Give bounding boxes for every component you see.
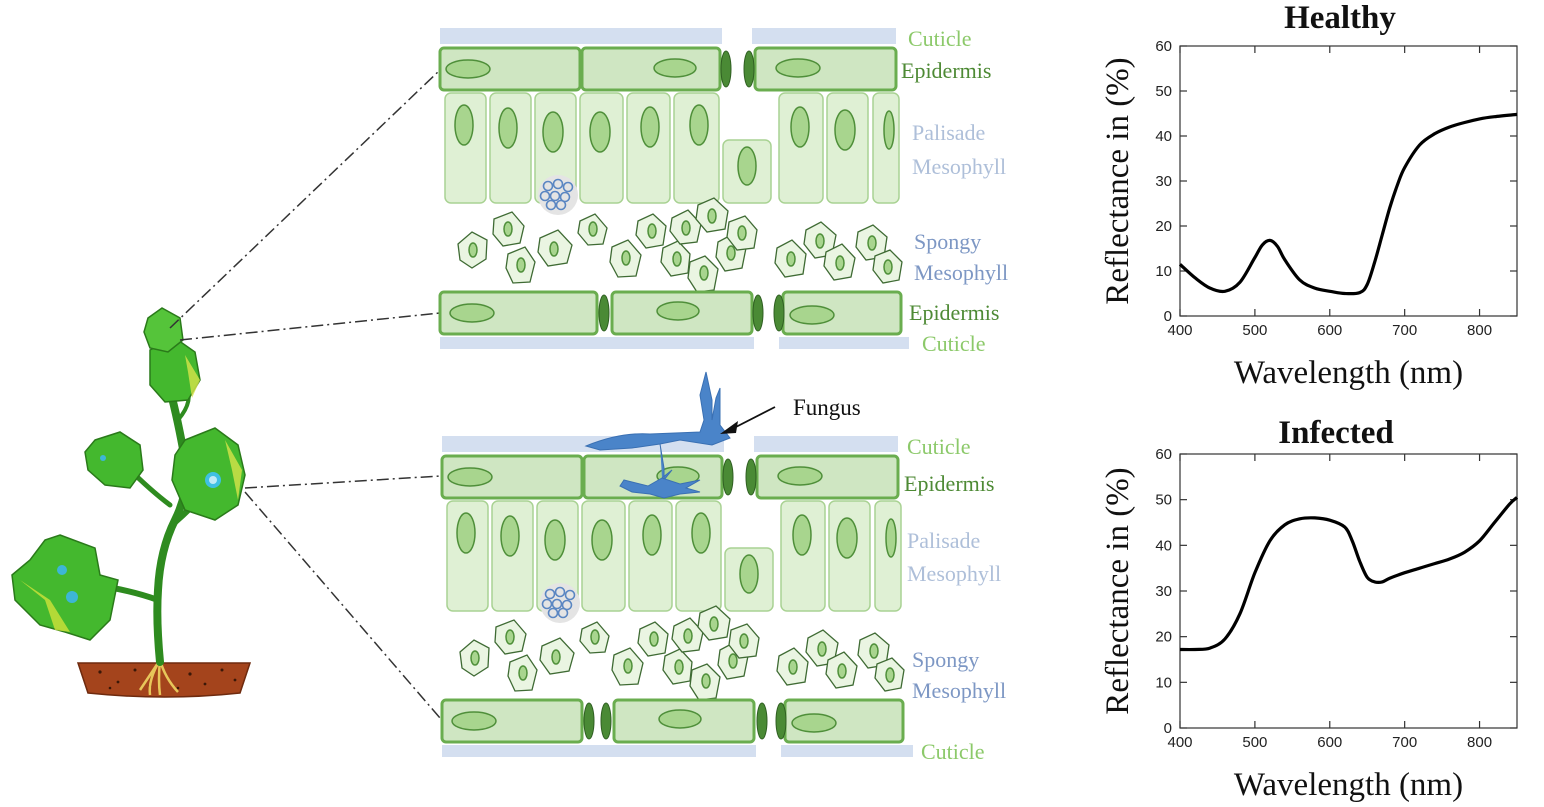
palisade-layer: [446, 500, 902, 623]
cuticle-layer-bottom: [440, 337, 754, 349]
cuticle-layer-top: [752, 28, 896, 44]
fungus-pointer-arrow: [720, 406, 776, 434]
label-cuticle-top: Cuticle: [907, 434, 971, 459]
spongy-cell-group: [457, 197, 903, 293]
y-tick-label: 0: [1164, 308, 1172, 325]
label-cuticle-bottom: Cuticle: [921, 739, 985, 764]
label-epidermis-top: Epidermis: [904, 471, 994, 496]
label-fungus: Fungus: [793, 395, 861, 420]
y-tick-label: 60: [1155, 446, 1172, 463]
y-tick-label: 0: [1164, 720, 1172, 737]
cuticle-layer-bottom: [442, 745, 756, 757]
cuticle-layer-bottom: [781, 745, 913, 757]
label-spongy: Spongy: [912, 647, 979, 672]
reflectance-curve: [1178, 112, 1518, 296]
fungus-icon: [584, 371, 731, 499]
y-tick-label: 10: [1155, 674, 1172, 691]
label-epidermis-top: Epidermis: [901, 58, 991, 83]
label-spongy-mesophyll: Mesophyll: [914, 260, 1008, 285]
plot-frame: [1179, 453, 1518, 729]
y-tick-label: 30: [1155, 173, 1172, 190]
infected-reflectance-chart: 400 500 600 700 800 0 10 20 30 40 50 60 InfectedWave…: [1100, 415, 1519, 803]
y-tick-label: 30: [1155, 583, 1172, 600]
reflectance-curve: [1179, 496, 1519, 652]
chart-title: Infected: [1278, 415, 1393, 451]
cuticle-layer-top: [754, 436, 898, 452]
plot-frame: [1179, 45, 1518, 317]
y-tick-label: 40: [1155, 537, 1172, 554]
x-tick-label: 800: [1467, 322, 1492, 339]
healthy-leaf-section: [438, 28, 909, 349]
y-axis-title: Reflectance in (%): [1100, 57, 1136, 304]
x-tick-label: 500: [1242, 734, 1267, 751]
zoom-lines: [169, 69, 441, 719]
epidermis-layer-bottom: [438, 290, 903, 336]
x-tick-label: 600: [1317, 322, 1342, 339]
label-spongy-mesophyll: Mesophyll: [912, 678, 1006, 703]
infected-layer-labels: Fungus Cuticle Epidermis Palisade Mesoph…: [793, 395, 1006, 764]
y-tick-label: 20: [1155, 218, 1172, 235]
y-axis-title: Reflectance in (%): [1100, 467, 1136, 714]
x-tick-label: 600: [1317, 734, 1342, 751]
x-axis-title: Wavelength (nm): [1234, 767, 1463, 803]
spongy-cell-group: [459, 605, 905, 701]
x-tick-label: 700: [1392, 322, 1417, 339]
label-palisade-mesophyll: Mesophyll: [907, 561, 1001, 586]
y-tick-label: 10: [1155, 263, 1172, 280]
healthy-layer-labels: Cuticle Epidermis Palisade Mesophyll Spo…: [901, 26, 1008, 356]
x-tick-label: 500: [1242, 322, 1267, 339]
label-palisade-mesophyll: Mesophyll: [912, 154, 1006, 179]
label-cuticle-top: Cuticle: [908, 26, 972, 51]
epidermis-layer-top: [438, 46, 898, 92]
infected-leaf-section: [440, 371, 913, 757]
y-tick-label: 50: [1155, 83, 1172, 100]
x-axis-title: Wavelength (nm): [1234, 355, 1463, 391]
plant-icon: [11, 307, 252, 698]
x-tick-label: 700: [1392, 734, 1417, 751]
y-tick-label: 50: [1155, 492, 1172, 509]
epidermis-layer-bottom: [440, 698, 905, 744]
x-tick-label: 800: [1467, 734, 1492, 751]
label-palisade: Palisade: [912, 120, 985, 145]
label-spongy: Spongy: [914, 229, 981, 254]
label-palisade: Palisade: [907, 528, 980, 553]
y-tick-label: 60: [1155, 38, 1172, 55]
palisade-layer: [444, 92, 900, 215]
chloroplast-cluster-icon: [540, 583, 580, 623]
cuticle-layer-bottom: [779, 337, 909, 349]
chart-title: Healthy: [1284, 0, 1396, 36]
spongy-layer: [459, 605, 905, 701]
y-tick-label: 20: [1155, 629, 1172, 646]
chloroplast-cluster-icon: [538, 175, 578, 215]
label-cuticle-bottom: Cuticle: [922, 331, 986, 356]
x-tick-label: 400: [1167, 322, 1192, 339]
cuticle-layer-top: [440, 28, 722, 44]
label-epidermis-bottom: Epidermis: [909, 300, 999, 325]
healthy-reflectance-chart: 400 500 600 700 800 0 10 20 30 40 50 60 HealthyWavel…: [1100, 0, 1518, 391]
y-tick-label: 40: [1155, 128, 1172, 145]
spongy-layer: [457, 197, 903, 293]
x-tick-label: 400: [1167, 734, 1192, 751]
